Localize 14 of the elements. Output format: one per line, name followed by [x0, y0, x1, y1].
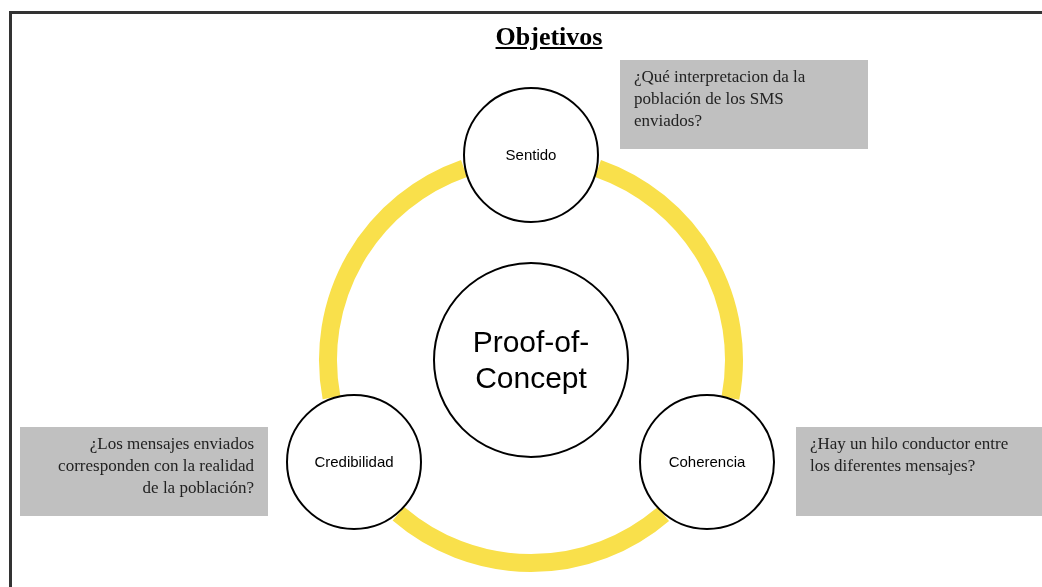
title: Objetivos [494, 21, 604, 53]
question-text: ¿Los mensajes enviados corresponden con la realidad de la población? [57, 433, 254, 499]
ring-arc [393, 506, 669, 572]
question-box [20, 427, 268, 516]
node-label: Proof-of-Concept [471, 324, 591, 396]
question-box [620, 60, 868, 149]
question-text: ¿Hay un hilo conductor entre los diferentes mensajes? [810, 433, 1010, 477]
ring-arc [319, 160, 468, 399]
node-label: Coherencia [668, 453, 746, 471]
node-label: Credibilidad [314, 453, 394, 471]
node-label: Sentido [505, 146, 557, 164]
question-box [796, 427, 1042, 516]
ring-arc [594, 160, 743, 400]
question-text: ¿Qué interpretacion da la población de los SMS enviados? [634, 66, 807, 132]
